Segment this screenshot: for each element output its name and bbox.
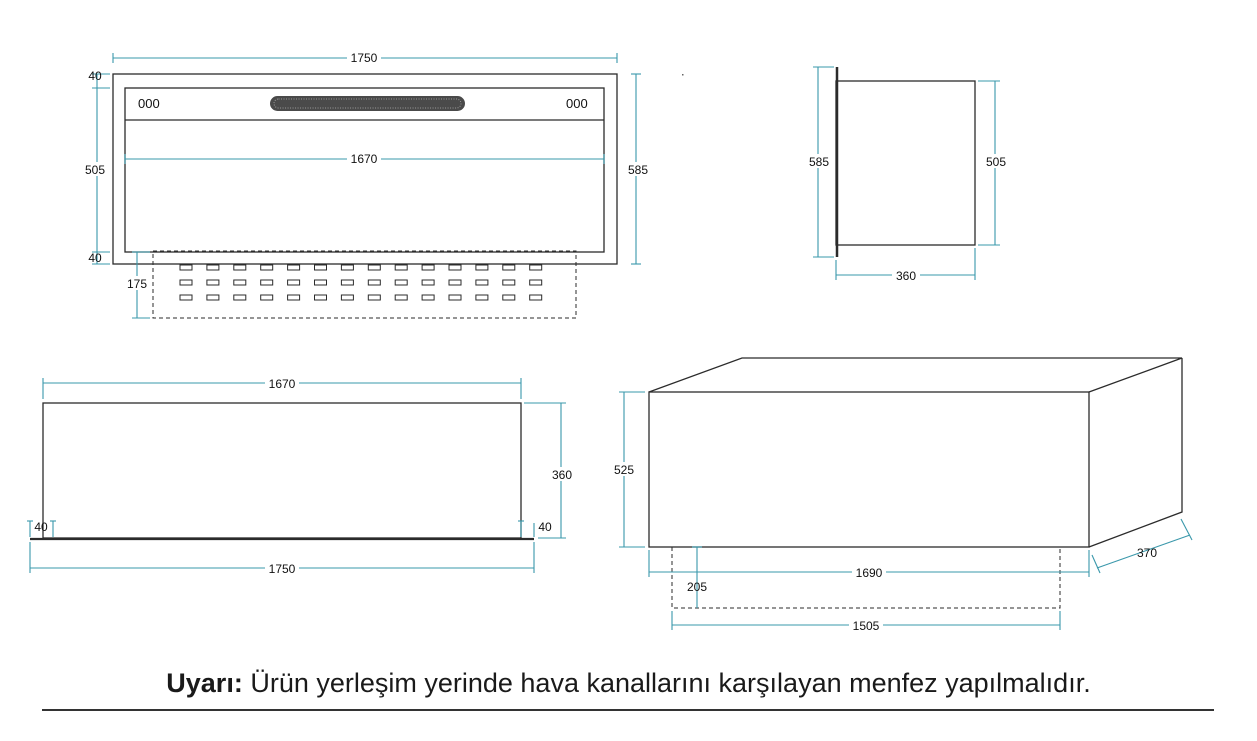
iso-dim-height: 525 [614,463,634,477]
top-dim-left-flange: 40 [34,520,48,534]
speck-mark [682,74,684,76]
front-dim-total-width: 1750 [351,51,378,65]
front-dim-vent-height: 175 [127,277,147,291]
vent-slot [179,279,193,286]
side-dim-depth: 360 [896,269,916,283]
top-dim-right-flange: 40 [538,520,552,534]
vent-slot [502,279,516,286]
vent-slot [260,264,274,271]
vent-slot [475,279,489,286]
vent-slot [340,294,354,301]
iso-dim-depth: 370 [1137,546,1157,560]
vent-slot [502,264,516,271]
front-outer-frame [112,73,618,265]
vent-slot [206,294,220,301]
front-glass-panel [124,87,605,253]
vent-slot [314,294,327,301]
bottom-rule [42,709,1214,711]
vent-slot [287,264,301,271]
vent-slot [287,279,301,286]
vent-slot [367,279,381,286]
vent-slot [314,279,327,286]
vent-slot [502,294,516,301]
iso-dim-vent-width: 1505 [853,619,880,633]
side-dim-inner-height: 505 [986,155,1006,169]
iso-side-face [1088,358,1183,548]
vent-slot [233,279,247,286]
speaker-grille [270,96,465,111]
side-body [835,80,976,246]
vent-slot [529,279,543,286]
vent-slot [475,294,489,301]
vent-slot [340,279,354,286]
control-buttons-left: 000 [138,96,160,111]
iso-view: 525 1690 370 205 1505 [611,357,1193,633]
vent-slot [260,279,274,286]
vent-slot [233,294,247,301]
top-dim-depth: 360 [552,468,572,482]
iso-top-face [648,357,1183,393]
vent-slot [260,294,274,301]
side-view: 585 505 360 [806,66,1009,283]
vent-slot [367,264,381,271]
vent-slot [287,294,301,301]
vent-box-outline [152,250,577,319]
vent-slot [421,294,435,301]
vent-slot [448,294,462,301]
front-dim-total-height: 585 [628,163,648,177]
front-dim-top-margin: 40 [88,69,102,83]
vent-slot [394,279,408,286]
warning-label: Uyarı: [166,668,243,698]
top-body [42,402,522,539]
vent-slot [421,264,435,271]
speaker-grille-mesh [273,98,462,109]
vent-slot [206,279,220,286]
vent-slot [179,294,193,301]
control-buttons-right: 000 [566,96,588,111]
warning-text: Ürün yerleşim yerinde hava kanallarını k… [250,668,1091,698]
vent-slot [340,264,354,271]
vent-slot [367,294,381,301]
vent-slot [394,264,408,271]
iso-vent-outline [671,547,1061,609]
top-view: 1670 360 40 40 1750 [27,376,575,576]
vent-slot [448,264,462,271]
iso-dim-width: 1690 [856,566,883,580]
top-dim-total-width: 1750 [269,562,296,576]
front-dim-inner-width: 1670 [351,152,378,166]
vent-slot [206,264,220,271]
vent-slot [233,264,247,271]
iso-dim-line-370 [1096,534,1191,569]
vent-slot [475,264,489,271]
iso-dim-vent-height: 205 [687,580,707,594]
vent-slot [179,264,193,271]
top-dim-inner-width: 1670 [269,377,296,391]
front-dim-inner-height: 505 [85,163,105,177]
vent-slot [421,279,435,286]
vent-slots [179,264,543,301]
vent-slot [529,264,543,271]
vent-slot [314,264,327,271]
front-dim-bottom-margin: 40 [88,251,102,265]
iso-front-face [648,391,1090,548]
vent-slot [529,294,543,301]
side-dim-total-height: 585 [809,155,829,169]
front-view: 000 000 1750 1670 40 505 40 585 [81,50,652,319]
warning-note: Uyarı: Ürün yerleşim yerinde hava kanall… [0,668,1257,699]
vent-slot [448,279,462,286]
vent-slot [394,294,408,301]
